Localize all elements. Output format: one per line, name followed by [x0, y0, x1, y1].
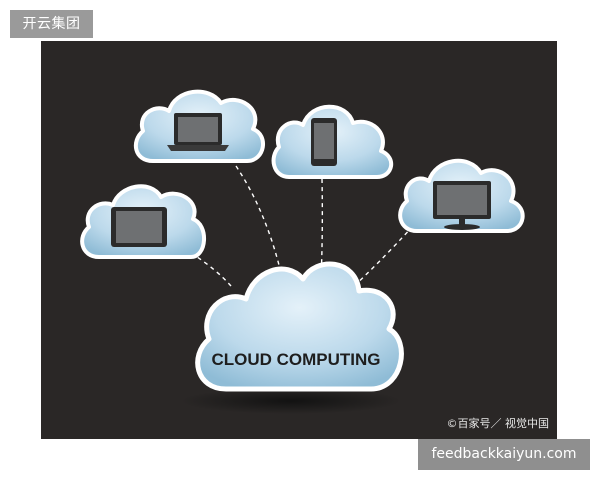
main-cloud-shadow: [181, 388, 401, 414]
connector-laptop: [235, 165, 282, 274]
tablet-icon: [111, 207, 167, 247]
connector-tablet: [190, 252, 232, 287]
main-cloud: CLOUD COMPUTING: [195, 261, 404, 392]
monitor-icon: [433, 181, 491, 230]
connector-lines: [190, 165, 414, 290]
cloud-computing-illustration: CLOUD COMPUTING: [41, 41, 557, 439]
connector-monitor: [350, 225, 414, 290]
photo-credit: ©百家号／ 视觉中国: [446, 417, 550, 430]
source-domain-badge: feedbackkaiyun.com: [418, 439, 590, 470]
laptop-cloud: [133, 89, 265, 163]
main-cloud-label: CLOUD COMPUTING: [211, 350, 380, 369]
smartphone-icon: [311, 118, 337, 166]
smartphone-cloud: [271, 104, 393, 179]
tablet-cloud: [80, 184, 207, 259]
monitor-cloud: [398, 158, 525, 233]
top-source-badge: 开云集团: [10, 10, 93, 38]
laptop-icon: [167, 113, 229, 151]
illustration-svg: CLOUD COMPUTING: [80, 89, 525, 414]
